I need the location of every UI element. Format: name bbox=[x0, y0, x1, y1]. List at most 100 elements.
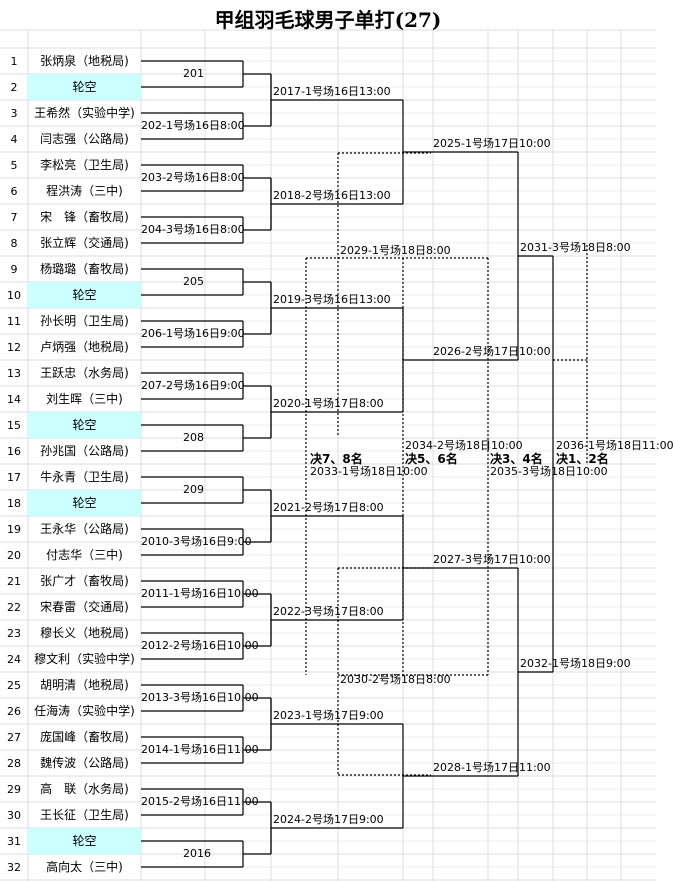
bye-slot: 轮空 bbox=[28, 412, 141, 438]
round3-match-label: 2028-1号场17日11:00 bbox=[433, 761, 551, 774]
row-number: 19 bbox=[7, 523, 21, 536]
round1-match-label: 2015-2号场16日11:00 bbox=[141, 795, 259, 808]
round1-match-label: 2016 bbox=[183, 847, 211, 860]
round4-match-label: 2031-3号场18日8:00 bbox=[520, 241, 631, 254]
row-number: 17 bbox=[7, 471, 21, 484]
row-number: 25 bbox=[7, 679, 21, 692]
round2-match-label: 2023-1号场17日9:00 bbox=[273, 709, 384, 722]
round1-match-label: 2010-3号场16日9:00 bbox=[141, 535, 252, 548]
round2-match-label: 2017-1号场16日13:00 bbox=[273, 85, 391, 98]
placement-match-label: 2029-1号场18日8:00 bbox=[340, 244, 451, 257]
row-number: 26 bbox=[7, 705, 21, 718]
row-number: 6 bbox=[10, 185, 18, 198]
player-name: 高 联（水务局) bbox=[40, 782, 129, 796]
bye-slot: 轮空 bbox=[28, 74, 141, 100]
row-number: 30 bbox=[7, 809, 21, 822]
row-number: 15 bbox=[7, 419, 21, 432]
round2-match-label: 2022-3号场17日8:00 bbox=[273, 605, 384, 618]
round4-match-label: 2032-1号场18日9:00 bbox=[520, 657, 631, 670]
player-name: 高向太（三中) bbox=[46, 860, 123, 874]
round3-match-label: 2026-2号场17日10:00 bbox=[433, 345, 551, 358]
round1-match-label: 202-1号场16日8:00 bbox=[141, 119, 245, 132]
player-name: 宋 锋（畜牧局) bbox=[40, 210, 129, 224]
player-name: 孙长明（卫生局) bbox=[40, 314, 129, 328]
player-name: 王希然（实验中学) bbox=[34, 106, 135, 120]
placement-match-label: 2036-1号场18日11:00 bbox=[556, 439, 674, 452]
row-number: 32 bbox=[7, 861, 21, 874]
row-number: 22 bbox=[7, 601, 21, 614]
round1-match-label: 206-1号场16日9:00 bbox=[141, 327, 245, 340]
round2-match-label: 2019-3号场16日13:00 bbox=[273, 293, 391, 306]
player-name: 闫志强（公路局) bbox=[40, 132, 129, 146]
round2-match-label: 2021-2号场17日8:00 bbox=[273, 501, 384, 514]
round1-match-label: 204-3号场16日8:00 bbox=[141, 223, 245, 236]
placement-match-label: 2033-1号场18日10:00 bbox=[310, 465, 428, 478]
player-name: 付志华（三中) bbox=[46, 548, 123, 562]
round1-match-label: 209 bbox=[183, 483, 204, 496]
row-number: 31 bbox=[7, 835, 21, 848]
player-name: 孙兆国（公路局) bbox=[40, 444, 129, 458]
row-number: 10 bbox=[7, 289, 21, 302]
player-name: 杨璐璐（畜牧局) bbox=[40, 262, 129, 276]
row-number: 13 bbox=[7, 367, 21, 380]
row-number: 3 bbox=[10, 107, 18, 120]
placement-match-label: 2030-2号场18日8:00 bbox=[340, 673, 451, 686]
player-name: 张广才（畜牧局) bbox=[40, 574, 129, 588]
bye-slot: 轮空 bbox=[28, 282, 141, 308]
round1-match-label: 205 bbox=[183, 275, 204, 288]
round2-match-label: 2020-1号场17日8:00 bbox=[273, 397, 384, 410]
player-name: 程洪涛（三中) bbox=[46, 184, 123, 198]
placement-title: 决3、4名 bbox=[490, 452, 543, 466]
row-number: 29 bbox=[7, 783, 21, 796]
player-name: 王长征（卫生局) bbox=[40, 808, 129, 822]
round1-match-label: 2012-2号场16日10:00 bbox=[141, 639, 259, 652]
player-name: 王永华（公路局) bbox=[40, 522, 129, 536]
placement-match-label: 2035-3号场18日10:00 bbox=[490, 465, 608, 478]
round3-match-label: 2025-1号场17日10:00 bbox=[433, 137, 551, 150]
row-number: 16 bbox=[7, 445, 21, 458]
row-number: 5 bbox=[10, 159, 18, 172]
row-number: 27 bbox=[7, 731, 21, 744]
round2-match-label: 2018-2号场16日13:00 bbox=[273, 189, 391, 202]
player-name: 牛永青（卫生局) bbox=[40, 470, 129, 484]
page-title: 甲组羽毛球男子单打(27) bbox=[214, 8, 442, 32]
round1-match-label: 2014-1号场16日11:00 bbox=[141, 743, 259, 756]
row-number: 9 bbox=[10, 263, 18, 276]
bracket-lines bbox=[141, 60, 588, 868]
placement-title: 决5、6名 bbox=[405, 452, 458, 466]
row-number: 20 bbox=[7, 549, 21, 562]
round1-match-label: 201 bbox=[183, 67, 204, 80]
row-number: 12 bbox=[7, 341, 21, 354]
player-name: 李松亮（卫生局) bbox=[40, 158, 129, 172]
player-name: 穆长义（地税局) bbox=[40, 626, 129, 640]
player-name: 庞国峰（畜牧局) bbox=[40, 730, 129, 744]
row-number: 11 bbox=[7, 315, 21, 328]
round1-match-label: 203-2号场16日8:00 bbox=[141, 171, 245, 184]
row-number: 14 bbox=[7, 393, 21, 406]
player-name: 刘生晖（三中) bbox=[46, 392, 123, 406]
row-number: 24 bbox=[7, 653, 21, 666]
player-name: 张立辉（交通局) bbox=[40, 236, 129, 250]
player-name: 任海涛（实验中学) bbox=[34, 704, 135, 718]
bye-slot: 轮空 bbox=[28, 490, 141, 516]
row-number: 23 bbox=[7, 627, 21, 640]
player-name: 穆文利（实验中学) bbox=[34, 652, 135, 666]
player-name: 宋春雷（交通局) bbox=[40, 600, 129, 614]
round3-match-label: 2027-3号场17日10:00 bbox=[433, 553, 551, 566]
player-name: 王跃忠（水务局) bbox=[40, 366, 129, 380]
player-name: 卢炳强（地税局) bbox=[40, 340, 129, 354]
row-number: 28 bbox=[7, 757, 21, 770]
round1-match-label: 208 bbox=[183, 431, 204, 444]
row-number: 7 bbox=[10, 211, 18, 224]
round1-match-label: 207-2号场16日9:00 bbox=[141, 379, 245, 392]
round1-match-label: 2011-1号场16日10:00 bbox=[141, 587, 259, 600]
player-name: 魏传波（公路局) bbox=[40, 756, 129, 770]
placement-title: 决1、2名 bbox=[556, 452, 609, 466]
row-number: 18 bbox=[7, 497, 21, 510]
row-number: 4 bbox=[10, 133, 18, 146]
placement-match-label: 2034-2号场18日10:00 bbox=[405, 439, 523, 452]
round2-match-label: 2024-2号场17日9:00 bbox=[273, 813, 384, 826]
player-name: 张炳泉（地税局) bbox=[40, 54, 129, 68]
bye-slot: 轮空 bbox=[28, 828, 141, 854]
row-number: 21 bbox=[7, 575, 21, 588]
